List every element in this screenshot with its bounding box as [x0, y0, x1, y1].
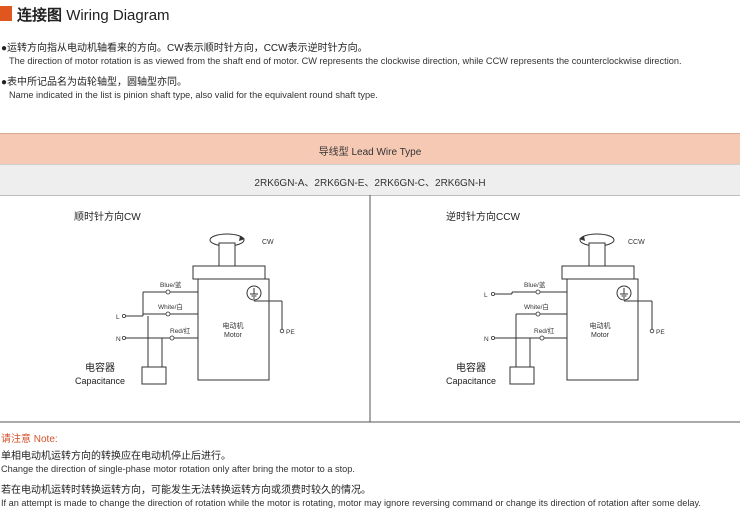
motor-body — [197, 278, 270, 381]
motor-flange — [561, 265, 635, 280]
note-line1-en: Change the direction of single-phase mot… — [1, 464, 355, 474]
note-line1-cn: 单相电动机运转方向的转换应在电动机停止后进行。 — [1, 451, 231, 462]
wire-white-label: White/白 — [158, 302, 183, 311]
title-accent-bar — [0, 6, 12, 21]
diagram-ccw: 逆时针方向CCW CCW 电动机 Motor PE Blue/蓝 White/白… — [446, 210, 665, 386]
motor-flange — [192, 265, 266, 280]
diagram-cw-title: 顺时针方向CW — [74, 210, 141, 223]
motor-label-en: Motor — [224, 332, 243, 339]
motor-shaft — [588, 242, 606, 267]
terminal-n: N — [116, 336, 121, 343]
capacitor-label-cn: 电容器 — [456, 361, 486, 374]
wire-white-label: White/白 — [524, 302, 549, 311]
wire-red-label: Red/红 — [170, 326, 191, 335]
terminal-pe: PE — [286, 329, 295, 336]
page-title: 连接图 Wiring Diagram — [17, 4, 170, 25]
intro-line1-cn: ●运转方向指从电动机轴看来的方向。CW表示顺时针方向，CCW表示逆时针方向。 — [1, 43, 368, 54]
capacitor-label-en: Capacitance — [446, 376, 496, 386]
motor-label-cn: 电动机 — [590, 321, 611, 330]
terminal-pe: PE — [656, 329, 665, 336]
model-list-row: 2RK6GN-A、2RK6GN-E、2RK6GN-C、2RK6GN-H — [0, 164, 740, 196]
wire-blue-label: Blue/蓝 — [524, 280, 546, 289]
page-title-en: Wiring Diagram — [66, 7, 170, 24]
note-line2-en: If an attempt is made to change the dire… — [1, 498, 701, 508]
diagram-cw: 顺时针方向CW CW 电动机 Motor PE Blue/蓝 White/白 — [74, 210, 295, 386]
capacitor-label-en: Capacitance — [75, 376, 125, 386]
intro-line2-en: Name indicated in the list is pinion sha… — [9, 90, 378, 100]
terminal-l: L — [116, 314, 120, 321]
note-line2-cn: 若在电动机运转时转换运转方向，可能发生无法转换运转方向或须费时较久的情况。 — [1, 485, 371, 496]
wiring-diagrams: 顺时针方向CW CW 电动机 Motor PE Blue/蓝 White/白 — [0, 195, 740, 423]
rotation-label-cw: CW — [262, 239, 274, 246]
lead-wire-type-header: 导线型 Lead Wire Type — [0, 133, 740, 165]
wire-red-label: Red/红 — [534, 326, 555, 335]
motor-label-cn: 电动机 — [223, 321, 244, 330]
note-title: 请注意 Note: — [1, 434, 58, 445]
model-list-label: 2RK6GN-A、2RK6GN-E、2RK6GN-C、2RK6GN-H — [254, 178, 486, 189]
intro-line1-en: The direction of motor rotation is as vi… — [9, 56, 682, 66]
ground-icon — [616, 285, 632, 301]
diagram-ccw-title: 逆时针方向CCW — [446, 210, 520, 223]
ground-icon — [246, 285, 262, 301]
page-title-cn: 连接图 — [17, 7, 63, 24]
terminal-l: L — [484, 292, 488, 299]
rotation-label-ccw: CCW — [628, 239, 645, 246]
motor-label-en: Motor — [591, 332, 610, 339]
capacitor-box — [141, 366, 167, 385]
motor-shaft — [218, 242, 236, 267]
capacitor-label-cn: 电容器 — [85, 361, 115, 374]
capacitor-box — [509, 366, 535, 385]
wire-blue-label: Blue/蓝 — [160, 280, 182, 289]
lead-wire-type-label: 导线型 Lead Wire Type — [318, 147, 422, 158]
terminal-n: N — [484, 336, 489, 343]
intro-line2-cn: ●表中所记品名为齿轮轴型，圆轴型亦同。 — [1, 77, 188, 88]
